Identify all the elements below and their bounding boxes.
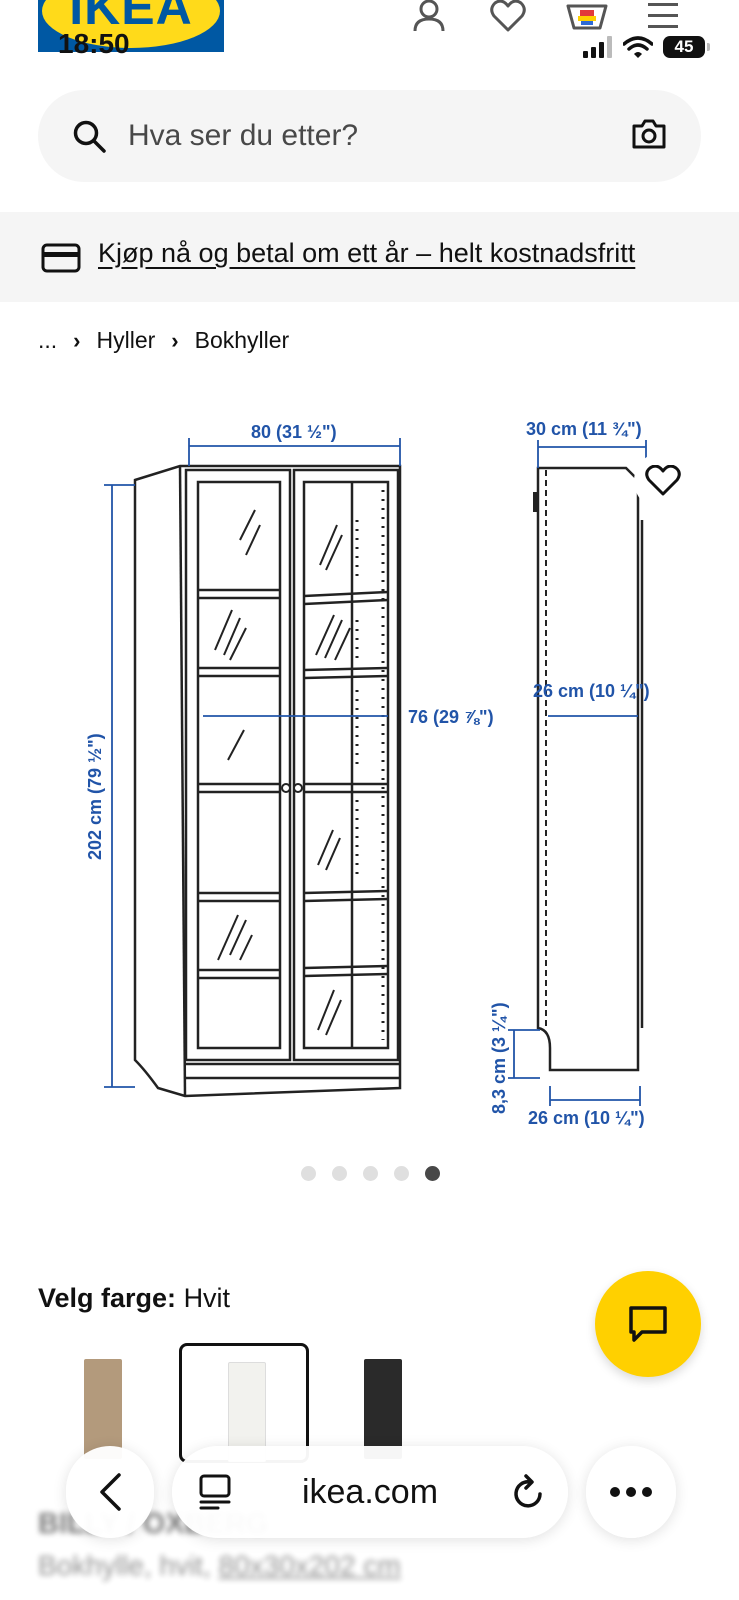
battery-indicator: 45 [663,36,710,58]
swatch-oak[interactable] [38,1343,168,1463]
status-indicators: 45 [583,34,710,60]
carousel-dot[interactable] [332,1166,347,1181]
tabs-icon[interactable] [198,1473,232,1511]
color-label: Velg farge: Hvit [38,1283,230,1314]
swatch-white[interactable] [179,1343,309,1463]
camera-icon[interactable] [631,118,667,150]
chat-button[interactable] [595,1271,701,1377]
product-desc-dims[interactable]: 80x30x202 cm [218,1550,401,1581]
credit-card-icon [41,243,81,273]
more-icon [610,1487,652,1497]
favourite-button[interactable] [634,452,692,510]
signal-icon [583,36,612,58]
dimension-depth-mid: 26 cm (10 ¼") [533,681,650,701]
dimension-inner-width: 76 (29 ⅞") [408,707,494,727]
ikea-logo[interactable]: IKEA [38,0,224,52]
search-bar[interactable] [38,90,701,182]
status-time: 18:50 [58,28,130,59]
dimension-depth-bottom: 26 cm (10 ¼") [528,1108,645,1128]
heart-icon [645,465,681,496]
product-image[interactable]: 80 (31 ½") 76 (29 ⅞") 202 cm (79 ½") 30 … [0,380,739,1160]
product-desc-prefix: Bokhylle, hvit, [38,1550,211,1581]
url-text[interactable]: ikea.com [301,1472,439,1511]
dimension-width: 80 (31 ½") [251,422,337,442]
swatch-thumbnail [84,1359,122,1459]
promo-link[interactable]: Kjøp nå og betal om ett år – helt kostna… [98,238,636,268]
browser-toolbar: ikea.com [0,1440,739,1550]
dimension-height: 202 cm (79 ½") [85,733,105,860]
swatch-thumbnail [228,1362,266,1462]
logo-text: IKEA [69,0,193,35]
heart-icon[interactable] [490,0,526,32]
search-icon [73,120,106,153]
carousel-dot[interactable] [394,1166,409,1181]
chevron-right-icon: › [171,327,179,353]
carousel-dot[interactable] [363,1166,378,1181]
breadcrumb-item-bokhyller[interactable]: Bokhyller [194,327,290,353]
carousel-dots [301,1166,440,1181]
breadcrumb-ellipsis[interactable]: ... [38,327,58,353]
dimension-depth-top: 30 cm (11 ¾") [526,419,642,439]
url-bar[interactable]: ikea.com [172,1446,568,1538]
chat-icon [629,1306,667,1342]
carousel-dot-active[interactable] [425,1166,440,1181]
color-label-title: Velg farge: [38,1283,177,1313]
chevron-left-icon [100,1473,121,1511]
carousel-dot[interactable] [301,1166,316,1181]
menu-icon[interactable] [646,0,680,30]
wifi-icon [623,36,653,58]
cart-icon[interactable] [566,0,608,32]
swatch-thumbnail [364,1359,402,1459]
product-description: Bokhylle, hvit, 80x30x202 cm [38,1550,401,1582]
more-button[interactable] [586,1446,676,1538]
breadcrumb-item-hyller[interactable]: Hyller [96,327,156,353]
reload-icon[interactable] [510,1472,546,1512]
user-icon[interactable] [412,0,446,32]
promo-banner: Kjøp nå og betal om ett år – helt kostna… [0,212,739,302]
search-input[interactable] [128,114,588,158]
breadcrumb: ... › Hyller › Bokhyller [38,327,289,354]
header: IKEA 18:50 45 [0,0,739,70]
swatch-black[interactable] [318,1343,448,1463]
back-button[interactable] [66,1446,154,1538]
dimension-plinth: 8,3 cm (3 ¼") [489,1002,509,1114]
color-value: Hvit [183,1283,231,1313]
chevron-right-icon: › [73,327,81,353]
